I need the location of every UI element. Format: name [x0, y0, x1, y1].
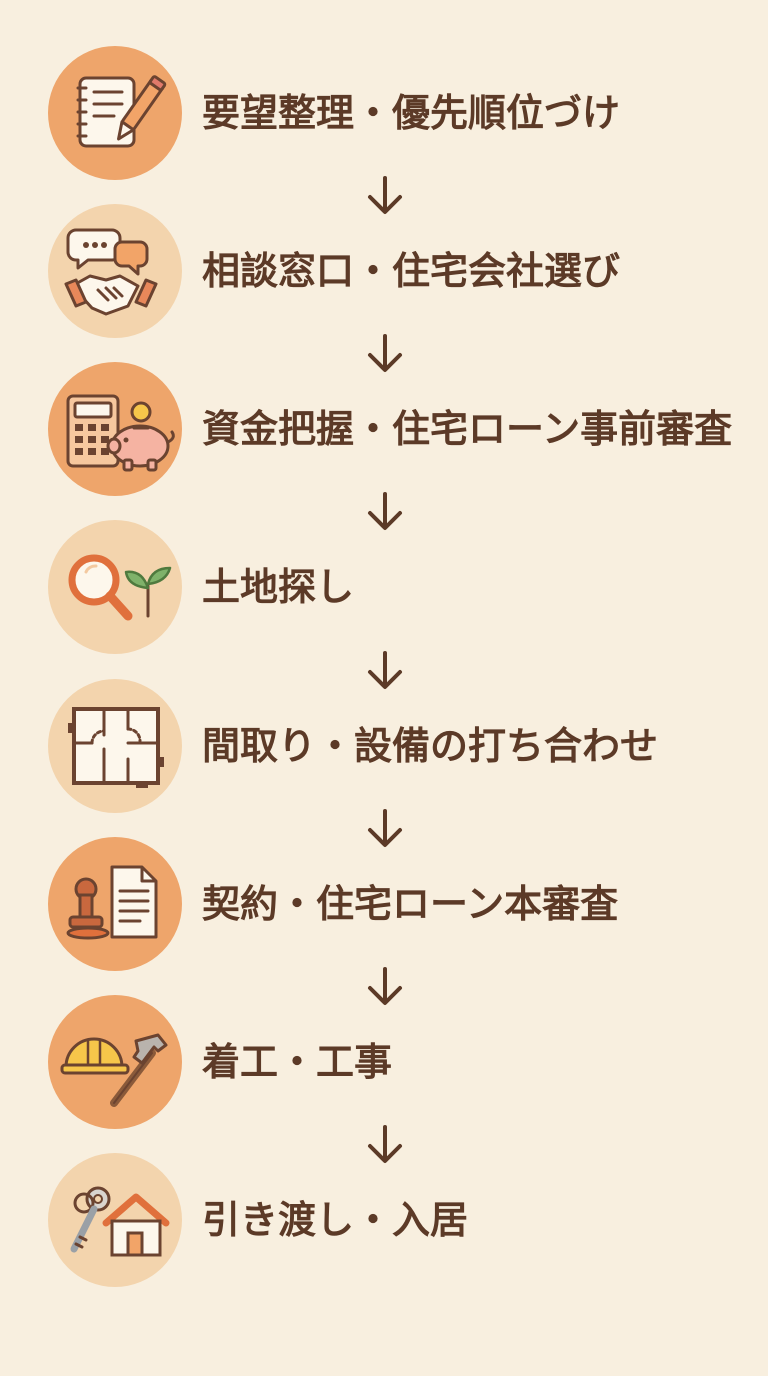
- step-4-icon-circle: [48, 520, 182, 654]
- step-6-icon-circle: [48, 837, 182, 971]
- down-arrow-icon: [368, 176, 402, 214]
- step-3-label: 資金把握・住宅ローン事前審査: [202, 407, 733, 451]
- calculator-piggybank-icon: [66, 394, 175, 472]
- step-2-label: 相談窓口・住宅会社選び: [202, 249, 621, 293]
- down-arrow-icon: [368, 651, 402, 689]
- step-2-icon-circle: [48, 204, 182, 338]
- step-5-icon-circle: [48, 679, 182, 813]
- stamp-document-icon: [66, 865, 158, 940]
- step-8: 引き渡し・入居: [48, 1153, 748, 1287]
- step-7-icon-circle: [48, 995, 182, 1129]
- step-1-label: 要望整理・優先順位づけ: [202, 91, 621, 135]
- step-2: 相談窓口・住宅会社選び: [48, 204, 748, 338]
- notepad-pencil-icon: [76, 75, 167, 148]
- step-1-icon-circle: [48, 46, 182, 180]
- step-4: 土地探し: [48, 520, 748, 654]
- down-arrow-icon: [368, 492, 402, 530]
- key-house-icon: [70, 1186, 170, 1257]
- step-6: 契約・住宅ローン本審査: [48, 837, 748, 971]
- helmet-hammer-icon: [60, 1033, 168, 1107]
- step-1: 要望整理・優先順位づけ: [48, 46, 748, 180]
- down-arrow-icon: [368, 1125, 402, 1163]
- step-7: 着工・工事: [48, 995, 748, 1129]
- step-7-label: 着工・工事: [202, 1040, 393, 1084]
- step-4-label: 土地探し: [202, 565, 355, 609]
- step-6-label: 契約・住宅ローン本審査: [202, 882, 619, 926]
- down-arrow-icon: [368, 334, 402, 372]
- down-arrow-icon: [368, 967, 402, 1005]
- magnifier-sprout-icon: [68, 554, 172, 621]
- step-8-icon-circle: [48, 1153, 182, 1287]
- step-3: 資金把握・住宅ローン事前審査: [48, 362, 748, 496]
- step-5-label: 間取り・設備の打ち合わせ: [202, 724, 659, 768]
- step-8-label: 引き渡し・入居: [202, 1198, 469, 1242]
- step-3-icon-circle: [48, 362, 182, 496]
- down-arrow-icon: [368, 809, 402, 847]
- step-5: 間取り・設備の打ち合わせ: [48, 679, 748, 813]
- floorplan-icon: [68, 707, 164, 788]
- handshake-speech-icon: [64, 228, 158, 316]
